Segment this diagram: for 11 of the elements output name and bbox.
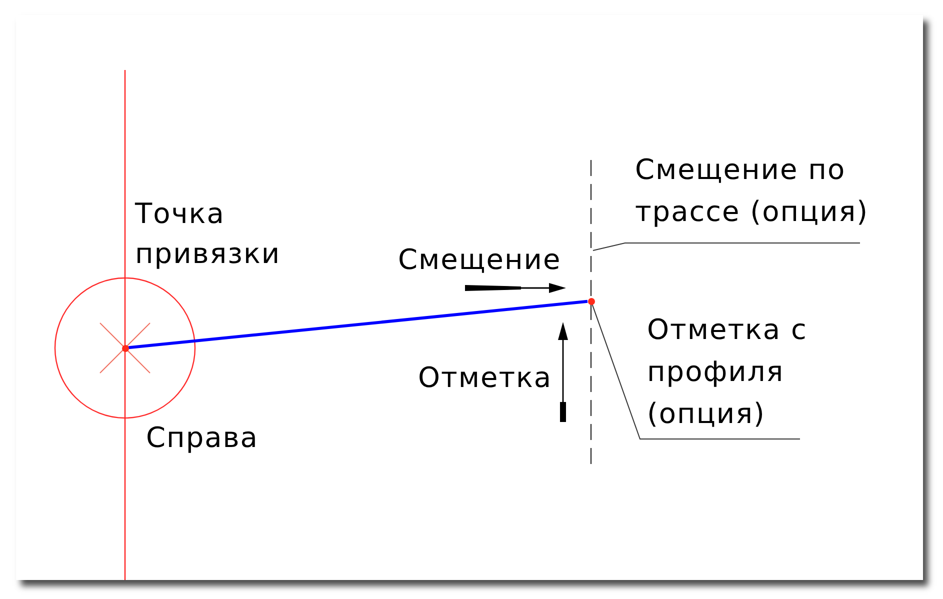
connector-line: [128, 300, 588, 350]
point-dot: [588, 298, 594, 304]
leader-line: [592, 242, 860, 251]
point-label: Точка привязки: [135, 196, 282, 272]
callout-text: Смещение по трассе (опция): [625, 149, 893, 243]
point-dot: [122, 344, 128, 352]
arrow-label: Смещение: [398, 242, 562, 278]
arrow-label: Отметка: [418, 360, 552, 396]
leader-line: [592, 304, 800, 440]
side-label: Справа: [146, 420, 258, 456]
callout-text: Отметка с профиля (опция): [640, 309, 815, 439]
